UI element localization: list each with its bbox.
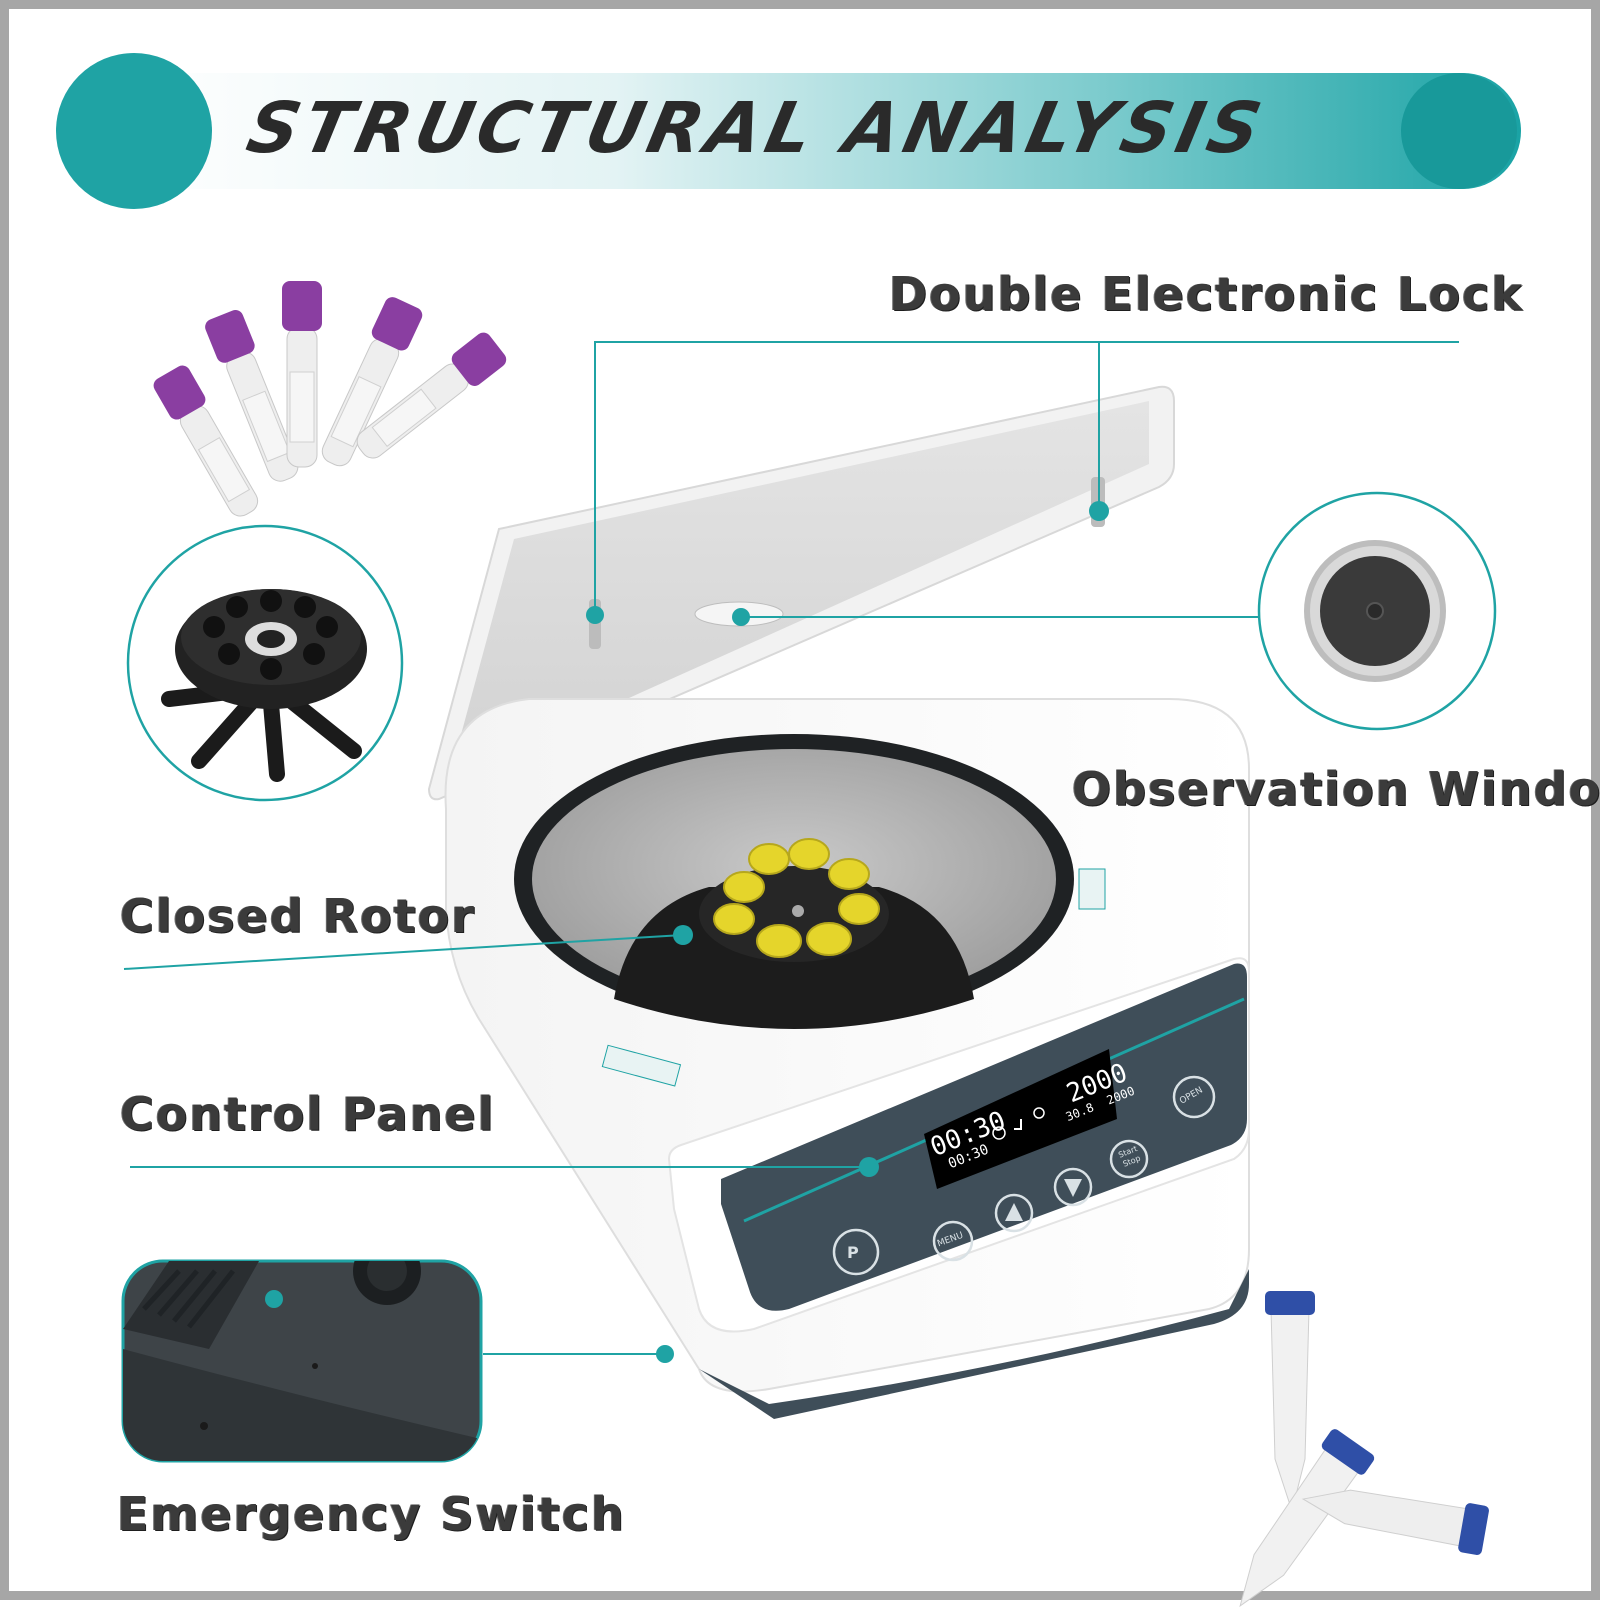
rotor-detail-circle (126, 524, 404, 802)
callout-dots (586, 501, 1109, 1363)
lock-icon (1014, 1119, 1022, 1130)
open-button (1172, 1075, 1216, 1119)
label-double-electronic-lock: Double Electronic Lock (889, 267, 1524, 321)
p-button-label[interactable]: P (847, 1243, 859, 1262)
circle-icon (1033, 1107, 1045, 1119)
label-control-panel: Control Panel (120, 1087, 496, 1141)
observation-window-circle (1257, 491, 1497, 731)
lock-line-left (594, 341, 1459, 615)
header-banner (56, 53, 1521, 209)
p-button (832, 1228, 880, 1276)
centrifuge-image (427, 385, 1250, 1419)
emergency-switch-inset (121, 1259, 483, 1463)
down-arrow-icon (1064, 1179, 1082, 1197)
start-stop-button (1109, 1139, 1149, 1179)
label-closed-rotor: Closed Rotor (120, 889, 476, 943)
banner-right-circle (1401, 73, 1517, 189)
conical-tubes-image (1239, 1291, 1489, 1608)
menu-button (932, 1220, 974, 1262)
illustration-layer (56, 53, 1521, 1608)
up-arrow-icon (1005, 1203, 1023, 1221)
banner-left-circle (56, 53, 212, 209)
switch-marker (265, 1290, 283, 1308)
callout-lines (123, 341, 1459, 1355)
page-title: STRUCTURAL ANALYSIS (240, 87, 1273, 169)
up-button (994, 1193, 1034, 1233)
down-button (1053, 1167, 1093, 1207)
blood-tubes-image (153, 281, 507, 517)
label-observation-window: Observation Window (1072, 762, 1600, 816)
rotor-line (123, 934, 684, 970)
clock-icon (992, 1126, 1006, 1140)
label-emergency-switch: Emergency Switch (117, 1487, 626, 1541)
